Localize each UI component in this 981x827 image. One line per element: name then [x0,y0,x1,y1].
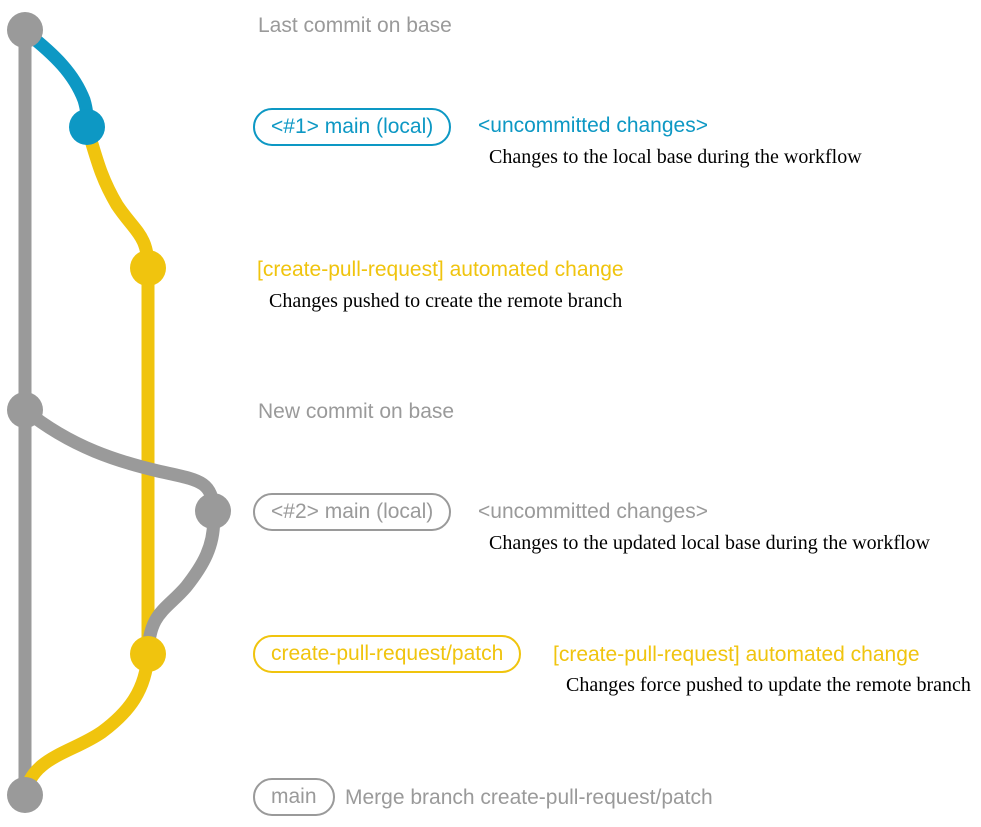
label-automated-change-1: [create-pull-request] automated change [257,258,624,281]
commit-node-main-local-1 [69,109,105,145]
commit-node-pr-commit-2 [130,636,166,672]
commit-node-merge [7,777,43,813]
tag-main-local-2: <#2> main (local) [253,493,452,531]
caption-local-base-changes-2: Changes to the updated local base during… [489,532,930,554]
commit-node-new-base [7,392,43,428]
local-main-rebase-curve [20,404,220,512]
tag-create-pull-request-patch: create-pull-request/patch [253,635,522,673]
pr-branch-merge-curve [18,653,155,797]
label-new-commit-on-base: New commit on base [258,400,455,423]
caption-pushed-create-remote: Changes pushed to create the remote bran… [269,290,623,312]
commit-node-pr-commit-1 [130,250,166,286]
pr-branch-curve-from-main-1 [80,125,155,269]
commit-node-main-local-2 [195,493,231,529]
caption-force-pushed-update-remote: Changes force pushed to update the remot… [566,674,971,696]
label-last-commit-on-base: Last commit on base [258,14,452,37]
label-uncommitted-changes-2: <uncommitted changes> [478,500,708,523]
caption-local-base-changes-1: Changes to the local base during the wor… [489,146,862,168]
label-uncommitted-changes-1: <uncommitted changes> [478,114,708,137]
tag-main: main [253,778,335,816]
label-automated-change-2: [create-pull-request] automated change [553,643,920,666]
pr-branch-force-push-curve [141,510,221,655]
label-merge-branch: Merge branch create-pull-request/patch [345,786,713,809]
commit-node-last-base [7,12,43,48]
tag-main-local-1: <#1> main (local) [253,108,452,146]
